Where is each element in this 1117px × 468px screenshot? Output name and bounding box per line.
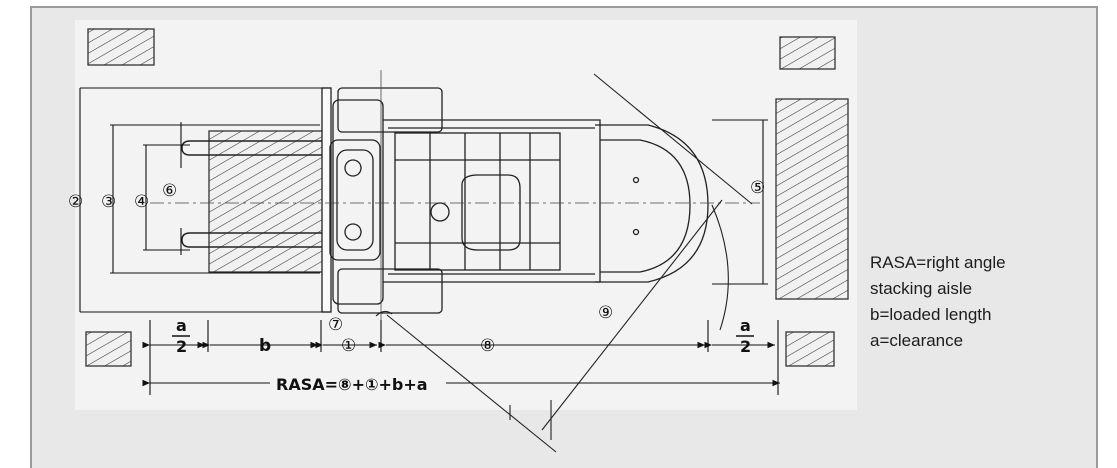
vertical-dimensions (79, 87, 330, 313)
turning-radius-lines (375, 73, 753, 453)
marker-4: ④ (134, 192, 149, 212)
hatch-block-top-left (87, 28, 155, 66)
hatch-block-top-right (779, 36, 836, 70)
forks (181, 140, 323, 248)
hatch-block-bottom-right (785, 331, 835, 367)
dim-2-left: 2 (176, 337, 187, 356)
legend: RASA=right angle stacking aisle b=loaded… (870, 250, 1006, 354)
rasa-formula: RASA=⑧+①+b+a (276, 375, 428, 394)
hatch-block-right-pallet (775, 98, 849, 300)
marker-9: ⑨ (598, 303, 613, 323)
marker-6: ⑥ (162, 181, 177, 201)
legend-line-4: a=clearance (870, 331, 964, 350)
load-pallet (208, 130, 324, 273)
marker-2: ② (68, 192, 83, 212)
dim-a-left: a (176, 316, 187, 335)
truck-body (329, 87, 709, 314)
dim-2-right: 2 (740, 337, 751, 356)
dim-b: b (259, 336, 271, 356)
marker-1: ① (341, 336, 356, 356)
hatch-block-bottom-left (85, 331, 132, 367)
legend-line-2: stacking aisle (870, 279, 973, 298)
marker-5: ⑤ (750, 178, 765, 198)
horizontal-dimensions (142, 320, 780, 395)
marker-3: ③ (101, 192, 116, 212)
dimension-5 (712, 119, 768, 285)
marker-7: ⑦ (328, 315, 343, 335)
marker-8: ⑧ (480, 336, 495, 356)
dim-a-right: a (740, 316, 751, 335)
legend-line-1: RASA=right angle (870, 253, 1006, 272)
legend-line-3: b=loaded length (870, 305, 992, 324)
